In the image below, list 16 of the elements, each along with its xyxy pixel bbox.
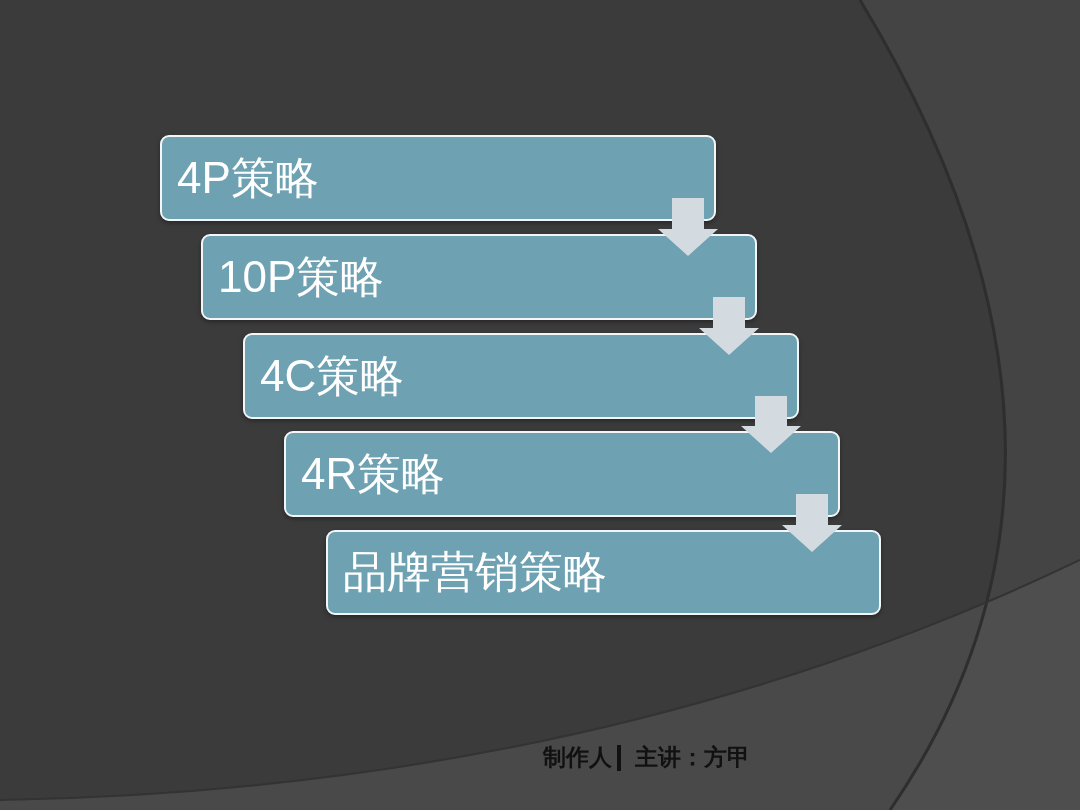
process-box (284, 431, 840, 517)
step-title: 4C策略 (260, 352, 405, 400)
step-title: 4P策略 (177, 154, 319, 202)
arrow (699, 297, 759, 355)
process-box (160, 135, 716, 221)
arrow (741, 396, 801, 453)
process-box (243, 333, 799, 419)
process-box (326, 530, 881, 615)
step-title: 品牌营销策略 (343, 549, 607, 596)
arrow (782, 494, 842, 552)
process-box (201, 234, 757, 320)
footer-text: 制作人 (543, 745, 612, 771)
footer-text: 主讲：方甲 (635, 745, 750, 771)
step-title: 4R策略 (301, 450, 446, 498)
step-title: 10P策略 (218, 253, 385, 301)
arrow (658, 198, 718, 256)
